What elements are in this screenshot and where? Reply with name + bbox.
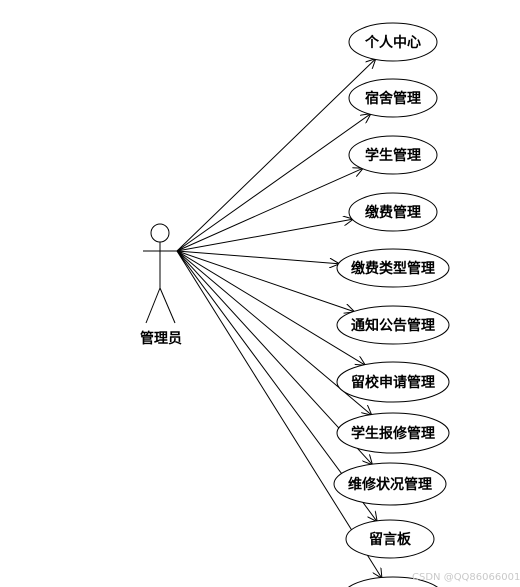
association-line: [176, 250, 338, 264]
use-case-ellipse: [336, 305, 450, 345]
use-case: 学生报修管理: [336, 412, 450, 454]
use-case-ellipse: [345, 519, 435, 559]
use-case: 学生管理: [348, 135, 438, 175]
use-case-label: 学生报修管理: [351, 425, 435, 442]
use-case-ellipse: [336, 361, 450, 403]
use-case: 通知公告管理: [336, 305, 450, 345]
association-line: [176, 219, 352, 252]
use-case-ellipse: [348, 576, 438, 587]
association-line: [176, 59, 375, 252]
use-case-ellipse: [348, 22, 438, 62]
use-case-ellipse: [348, 192, 438, 232]
use-case-label: 学生管理: [365, 147, 421, 164]
actor-right-leg: [159, 287, 176, 324]
actor-left-leg: [145, 287, 161, 324]
use-case-label: 留校申请管理: [351, 374, 435, 391]
use-case-ellipse: [333, 462, 447, 506]
use-case-label: 个人中心: [364, 34, 421, 51]
actor-label: 管理员: [140, 330, 182, 347]
use-case-label: 缴费管理: [365, 204, 421, 221]
use-case: 宿舍管理: [348, 78, 438, 118]
use-case: 留校申请管理: [336, 361, 450, 403]
use-cases: 个人中心宿舍管理学生管理缴费管理缴费类型管理通知公告管理留校申请管理学生报修管理…: [333, 22, 450, 587]
use-case-label: 通知公告管理: [351, 317, 435, 334]
use-case-ellipse: [348, 78, 438, 118]
use-case: 留言板: [345, 519, 435, 559]
use-case: 缴费类型管理: [336, 248, 450, 288]
use-case-ellipse: [348, 135, 438, 175]
watermark: CSDN @QQ860660016: [412, 572, 520, 583]
association-line: [176, 250, 354, 312]
use-case: 维修状况管理: [333, 462, 447, 506]
association-line: [176, 114, 370, 252]
association-line: [176, 250, 365, 365]
use-case-ellipse: [336, 412, 450, 454]
use-case: 系统管理: [348, 576, 438, 587]
actor: 管理员: [140, 223, 182, 347]
use-case-label: 缴费类型管理: [351, 260, 435, 277]
use-case-ellipse: [336, 248, 450, 288]
use-case: 缴费管理: [348, 192, 438, 232]
use-case: 个人中心: [348, 22, 438, 62]
use-case-label: 宿舍管理: [365, 90, 421, 107]
use-case-label: 维修状况管理: [348, 476, 432, 493]
association-line: [176, 169, 362, 252]
actor-head: [150, 223, 170, 243]
association-line: [176, 250, 381, 578]
use-case-label: 留言板: [369, 531, 412, 548]
